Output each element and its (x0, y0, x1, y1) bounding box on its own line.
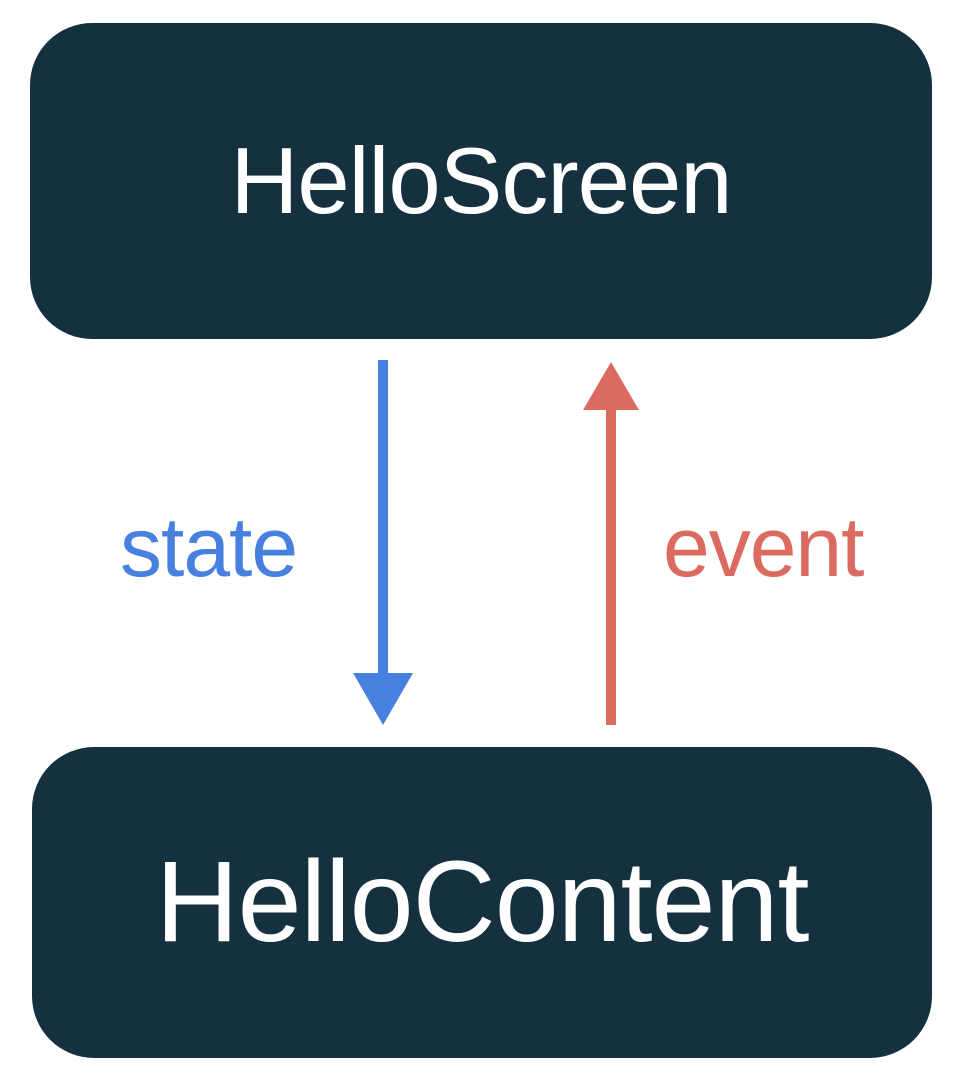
event-arrow-up (583, 362, 639, 725)
node-helloscreen: HelloScreen (30, 23, 932, 339)
node-hellocontent: HelloContent (32, 747, 932, 1058)
state-arrow-down (353, 360, 413, 725)
node-hellocontent-label: HelloContent (155, 838, 810, 966)
state-arrowhead-icon (353, 673, 413, 725)
state-label: state (120, 500, 298, 594)
event-label: event (663, 500, 864, 594)
event-arrowhead-icon (583, 362, 639, 410)
node-helloscreen-label: HelloScreen (230, 128, 732, 233)
